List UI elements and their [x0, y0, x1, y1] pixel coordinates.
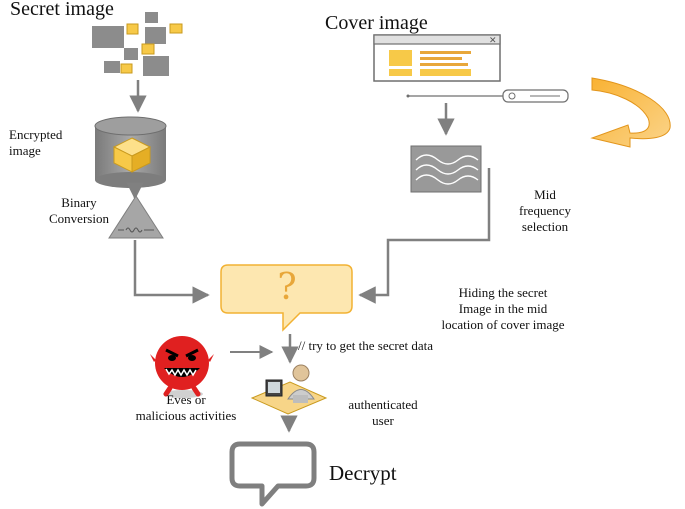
amplifier-triangle-icon: [108, 195, 164, 239]
monster-icon: [150, 336, 214, 398]
cover-image-label: Cover image: [325, 12, 428, 34]
speech-bubble-icon: [229, 441, 317, 507]
encrypted-image-label-line1: Encrypted: [9, 127, 63, 142]
cube-icon: [112, 137, 152, 173]
question-mark: ?: [277, 267, 297, 308]
secret-image-label: Secret image: [10, 0, 114, 20]
binary-conversion-label-line2: Conversion: [49, 211, 109, 226]
mid-frequency-label-line1: Mid: [534, 187, 556, 202]
browser-window-icon: ✕: [373, 34, 501, 82]
encrypted-image-label-line2: image: [9, 143, 41, 158]
eves-label-line2: malicious activities: [135, 408, 237, 423]
decrypt-label: Decrypt: [329, 461, 397, 485]
authenticated-user-label-line1: authenticated: [348, 397, 418, 412]
eves-label-line1: Eves or: [166, 392, 206, 407]
binary-conversion-label-line1: Binary: [61, 195, 97, 210]
computer-user-icon: [250, 364, 328, 415]
hiding-label-line3: location of cover image: [441, 317, 565, 332]
svg-text:✕: ✕: [489, 36, 497, 46]
mosaic-icon: [92, 12, 183, 76]
mid-frequency-label-line2: frequency: [519, 203, 571, 218]
hiding-label-line1: Hiding the secret: [458, 285, 548, 300]
wave-filter-icon: [410, 145, 482, 193]
attack-note-label: // try to get the secret data: [298, 338, 434, 353]
authenticated-user-label-line2: user: [372, 413, 394, 428]
mid-frequency-label-line3: selection: [521, 219, 569, 234]
slider-icon: [406, 89, 569, 103]
hiding-label-line2: Image in the mid: [458, 301, 548, 316]
question-bubble-icon: [220, 264, 353, 332]
curved-arrow-icon: [590, 77, 671, 148]
